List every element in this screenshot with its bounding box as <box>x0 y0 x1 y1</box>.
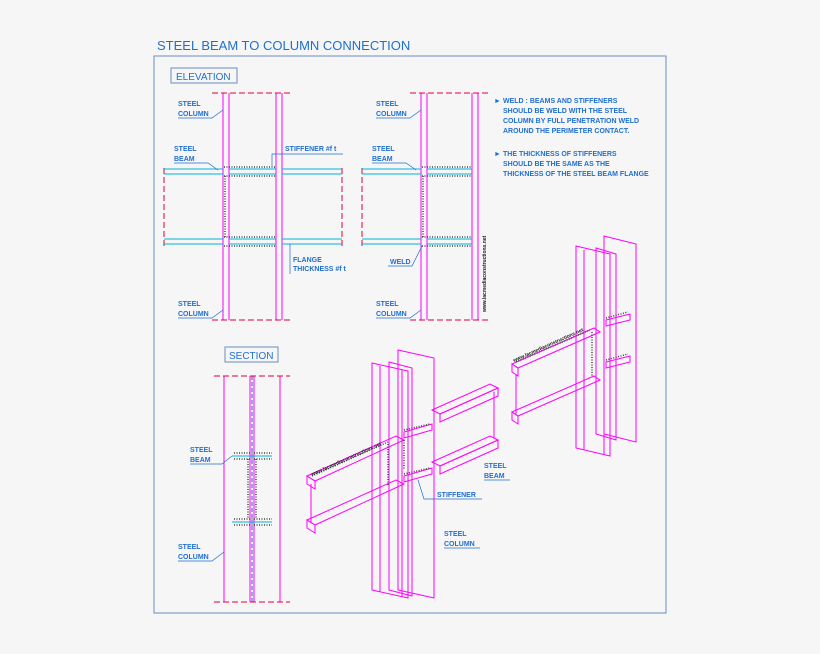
section-end-lines <box>214 375 290 603</box>
leader-weld <box>388 245 423 267</box>
label-steel-column-top-1b: COLUMN <box>178 111 209 118</box>
note-2-bullet: ► <box>494 151 501 158</box>
watermark-vertical: www.lacmediaconstructions.net <box>482 235 488 313</box>
elevation-view-1: ELEVATION <box>163 67 347 321</box>
label-flange-thickness: FLANGE <box>293 257 322 264</box>
label-stiffener-tf: STIFFENER #f t <box>285 146 337 153</box>
drawing-title: STEEL BEAM TO COLUMN CONNECTION <box>157 38 410 53</box>
label-steel-column-section: STEEL <box>178 544 201 551</box>
iso-small-beam-top-flange <box>510 327 602 369</box>
weld-marks-2 <box>422 166 472 247</box>
label-steel-column-top-2: STEEL <box>376 101 399 108</box>
label-steel-column-bottom-1: STEEL <box>178 301 201 308</box>
iso-column-front-flange <box>371 362 409 599</box>
column-section <box>223 376 281 602</box>
column-end-lines-1 <box>163 92 343 321</box>
iso-small-beam-bottom-flange <box>510 375 602 417</box>
label-steel-column-top-2b: COLUMN <box>376 111 407 118</box>
iso-small-stiffener-top <box>605 313 631 327</box>
leader-column-top-1 <box>178 109 224 119</box>
label-steel-beam-1b: BEAM <box>174 156 195 163</box>
weld-marks-1 <box>224 166 276 247</box>
iso-stiffener-top <box>403 423 433 439</box>
notes-block: ► WELD : BEAMS AND STIFFENERS SHOULD BE … <box>494 98 649 178</box>
iso-stiffener-bottom <box>403 467 433 483</box>
isometric-view-main <box>305 349 500 599</box>
beam-elevation-1 <box>164 168 342 245</box>
label-steel-beam-section: STEEL <box>190 447 213 454</box>
iso-small-column-front-flange <box>575 245 611 457</box>
leader-column-section <box>178 551 225 562</box>
beam-elevation-2 <box>362 168 472 245</box>
iso-column-web <box>388 361 413 597</box>
label-steel-beam-iso: STEEL <box>484 463 507 470</box>
label-steel-column-iso-b: COLUMN <box>444 541 475 548</box>
leader-beam-1 <box>174 162 219 171</box>
note-1-line-2: SHOULD BE WELD WITH THE STEEL <box>503 108 628 115</box>
note-1-line-3: COLUMN BY FULL PENETRATION WELD <box>503 118 639 125</box>
elevation-view-2: STEEL COLUMN STEEL BEAM WELD STEEL COLUM… <box>361 92 488 321</box>
label-flange-thickness-b: THICKNESS #f t <box>293 266 347 273</box>
iso-right-beam-top-flange <box>430 383 500 415</box>
column-end-lines-2 <box>361 92 488 321</box>
weld-marks-section <box>234 452 272 526</box>
label-steel-column-top-1: STEEL <box>178 101 201 108</box>
leader-beam-2 <box>372 162 417 171</box>
iso-small-column-web <box>595 247 617 441</box>
watermark-iso-small: www.lacmediaconstructions.net <box>511 327 584 364</box>
elevation-title: ELEVATION <box>176 72 231 83</box>
label-steel-column-section-b: COLUMN <box>178 554 209 561</box>
elevation-title-box <box>170 67 238 84</box>
note-1-bullet: ► <box>494 98 501 105</box>
note-1-line-4: AROUND THE PERIMETER CONTACT. <box>503 128 629 135</box>
iso-right-beam-bottom-flange <box>430 435 500 467</box>
leader-stiffener-tf <box>271 153 343 168</box>
note-1-line-1: WELD : BEAMS AND STIFFENERS <box>503 98 618 105</box>
leader-column-bottom-1 <box>178 309 224 319</box>
label-steel-beam-1: STEEL <box>174 146 197 153</box>
label-steel-column-iso: STEEL <box>444 531 467 538</box>
section-view: SECTION STEEL BEAM STEEL COLUMN <box>178 346 290 603</box>
isometric-view-small <box>510 235 637 457</box>
sheet-frame <box>153 55 667 614</box>
leader-beam-section <box>190 455 233 465</box>
note-2-line-2: SHOULD BE THE SAME AS THE <box>503 161 610 168</box>
column-elevation-2 <box>420 93 479 320</box>
leader-column-bottom-2 <box>376 309 422 319</box>
iso-small-welds <box>515 311 629 376</box>
label-weld: WELD <box>390 259 411 266</box>
leader-stiffener-iso <box>417 479 482 500</box>
beam-section-flanges <box>232 455 272 523</box>
label-steel-column-bottom-1b: COLUMN <box>178 311 209 318</box>
label-steel-column-bottom-2: STEEL <box>376 301 399 308</box>
column-elevation-1 <box>222 93 283 320</box>
leader-column-top-2 <box>376 109 422 119</box>
iso-small-column-back-flange <box>603 235 637 443</box>
iso-column-back-flange <box>397 349 435 599</box>
section-title: SECTION <box>229 351 273 362</box>
label-steel-beam-section-b: BEAM <box>190 457 211 464</box>
label-steel-column-bottom-2b: COLUMN <box>376 311 407 318</box>
label-steel-beam-2: STEEL <box>372 146 395 153</box>
note-2-line-3: THICKNESS OF THE STEEL BEAM FLANGE <box>503 171 649 178</box>
label-stiffener-iso: STIFFENER <box>437 492 476 499</box>
note-2-line-1: THE THICKNESS OF STIFFENERS <box>503 151 617 158</box>
label-steel-beam-iso-b: BEAM <box>484 473 505 480</box>
iso-small-stiffener-bottom <box>605 355 631 369</box>
label-steel-beam-2b: BEAM <box>372 156 393 163</box>
section-title-box <box>224 346 279 363</box>
iso-main-welds <box>311 423 431 486</box>
